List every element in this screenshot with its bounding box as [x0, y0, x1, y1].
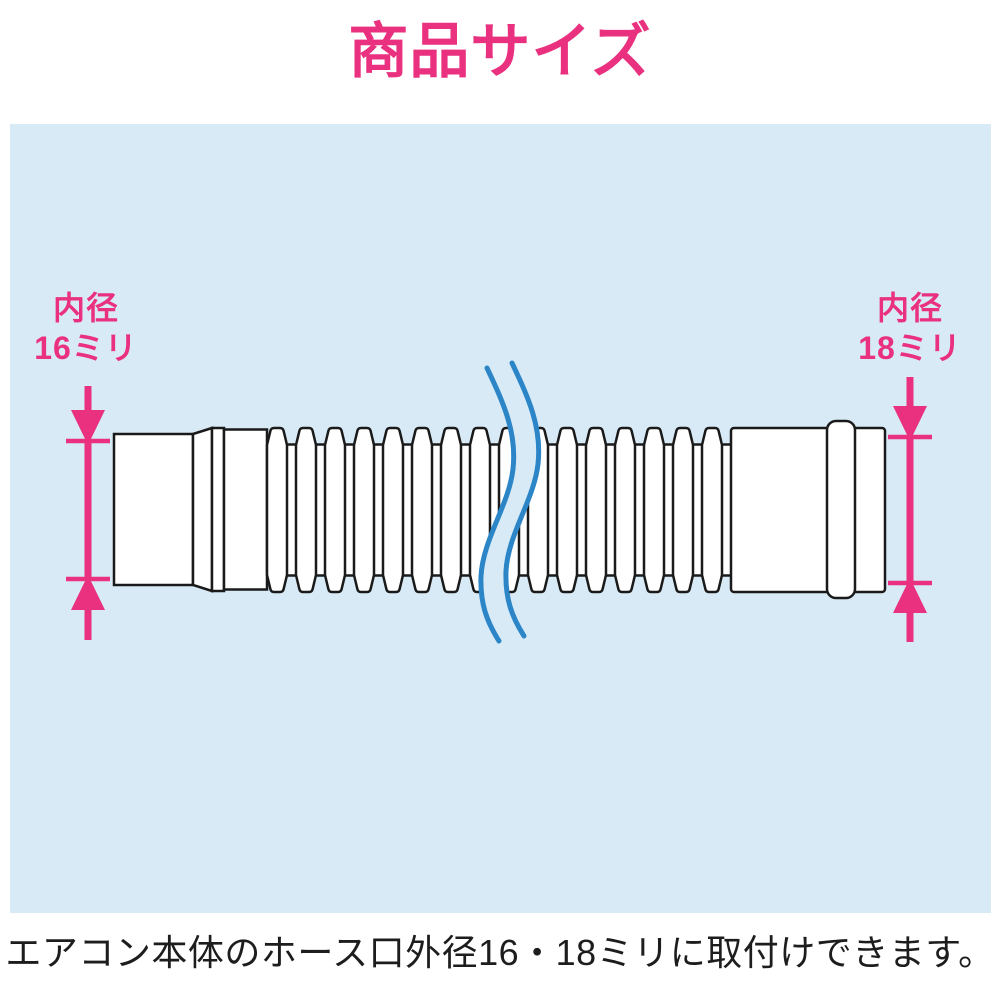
length-break-marks: [478, 360, 542, 644]
dim-left-down-arrowhead: [71, 410, 105, 445]
corrugated-hose-diagram: [66, 360, 932, 644]
hose-rib: [584, 426, 608, 594]
break-wave-left: [478, 365, 517, 644]
dim-right-up-arrowhead: [893, 578, 927, 613]
hose-right-ring: [825, 419, 857, 600]
inner-diameter-label-left: 内径 16ミリ: [10, 288, 162, 368]
fitting-note-caption: エアコン本体のホース口外径16・18ミリに取付けできます。: [5, 932, 995, 973]
page-title: 商品サイズ: [348, 18, 652, 85]
hose-rib: [265, 426, 289, 594]
inner-diameter-label-right: 内径 18ミリ: [834, 288, 986, 368]
hose-rib: [555, 426, 579, 594]
inner-diameter-left-line2: 16ミリ: [34, 330, 138, 366]
hose-left-band: [210, 426, 226, 593]
dim-right-down-arrowhead: [893, 406, 927, 441]
hose-rib: [410, 426, 434, 594]
break-wave-right: [503, 360, 542, 639]
size-diagram-panel: [10, 124, 991, 913]
hose-rib: [613, 426, 637, 594]
hose-rib: [671, 426, 695, 594]
inner-diameter-right-line2: 18ミリ: [858, 330, 962, 366]
hose-rib: [323, 426, 347, 594]
hose-right-cuff: [729, 426, 887, 594]
hose-rib: [439, 426, 463, 594]
hose-rib: [642, 426, 666, 594]
hose-drawing: [112, 419, 887, 600]
hose-rib: [294, 426, 318, 594]
dimension-arrows-left: [66, 386, 110, 640]
hose-rib: [381, 426, 405, 594]
hose-left-cuff: [112, 432, 195, 587]
hose-left-neck: [222, 428, 269, 591]
hose-rib: [700, 426, 724, 594]
inner-diameter-left-line1: 内径: [52, 290, 119, 326]
hose-rib: [352, 426, 376, 594]
hose-left-flare: [191, 426, 214, 593]
dimension-arrows-right: [888, 377, 932, 642]
dim-left-up-arrowhead: [71, 575, 105, 610]
break-gap: [480, 363, 539, 641]
inner-diameter-right-line1: 内径: [876, 290, 943, 326]
hose-corrugations: [265, 426, 734, 594]
